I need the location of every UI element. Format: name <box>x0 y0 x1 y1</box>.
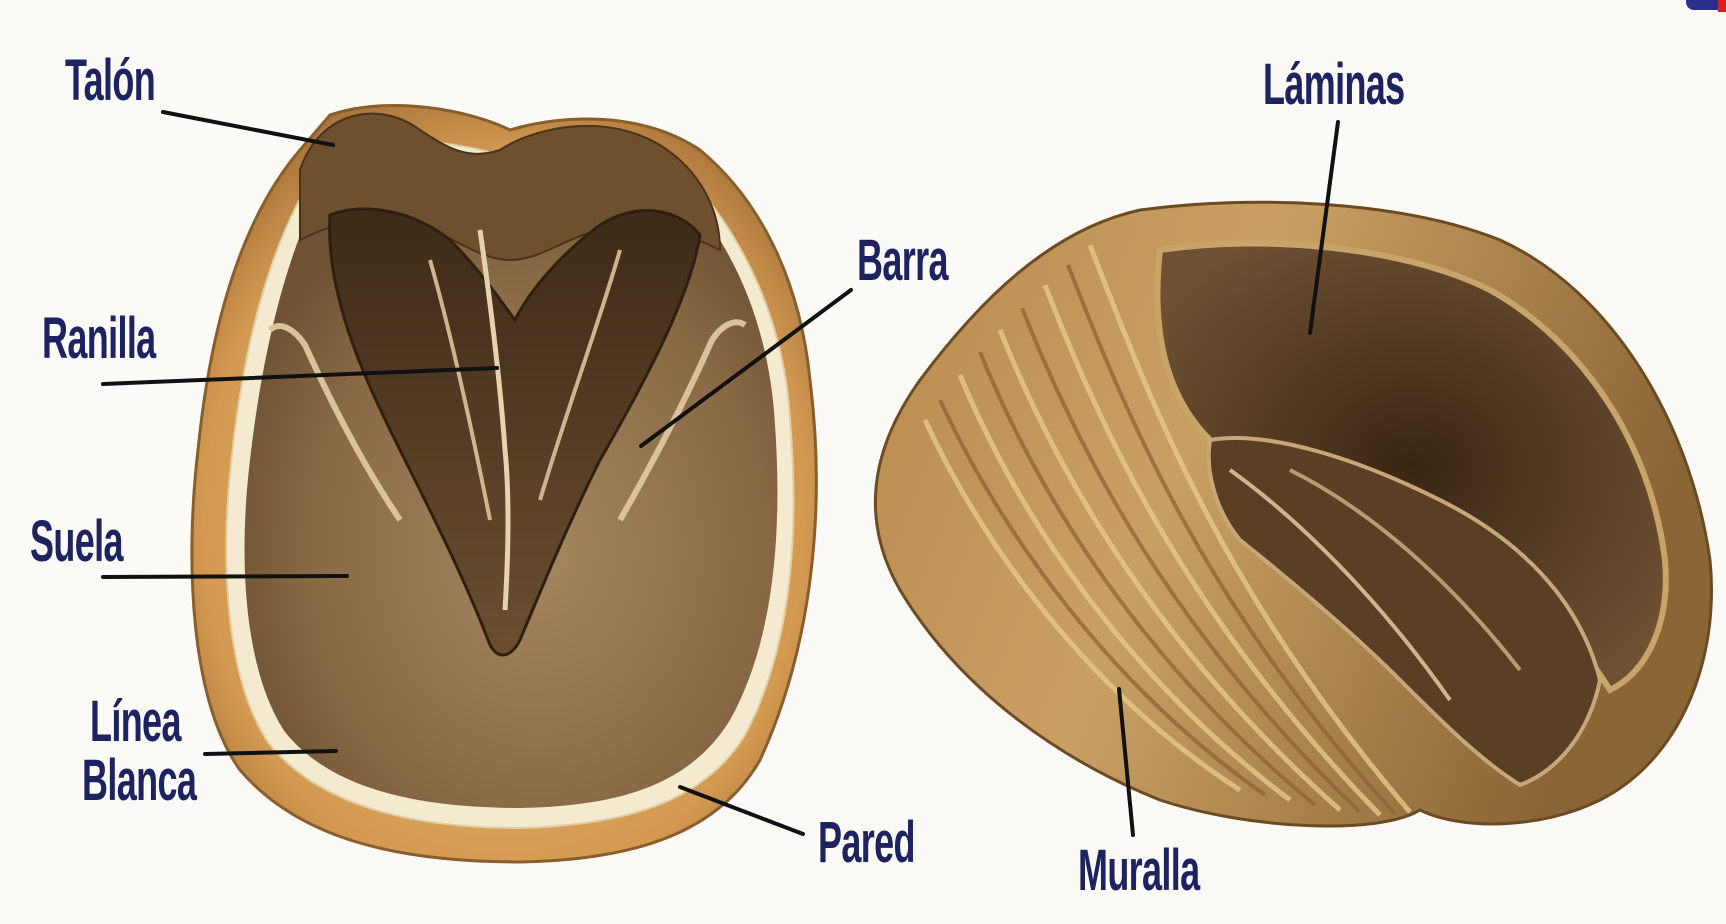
label-pared: Pared <box>818 814 915 872</box>
hoof-sole-view <box>192 106 816 862</box>
label-blanca: Blanca <box>82 752 196 810</box>
label-suela: Suela <box>30 513 123 571</box>
leader-suela <box>103 576 347 577</box>
label-barra: Barra <box>857 232 948 290</box>
label-linea: Línea <box>90 693 181 751</box>
leader-talon <box>163 112 333 145</box>
label-muralla: Muralla <box>1078 842 1200 900</box>
label-talon: Talón <box>65 52 155 110</box>
hoof-side-view <box>875 202 1711 826</box>
label-ranilla: Ranilla <box>42 310 156 368</box>
label-laminas: Láminas <box>1263 56 1405 114</box>
